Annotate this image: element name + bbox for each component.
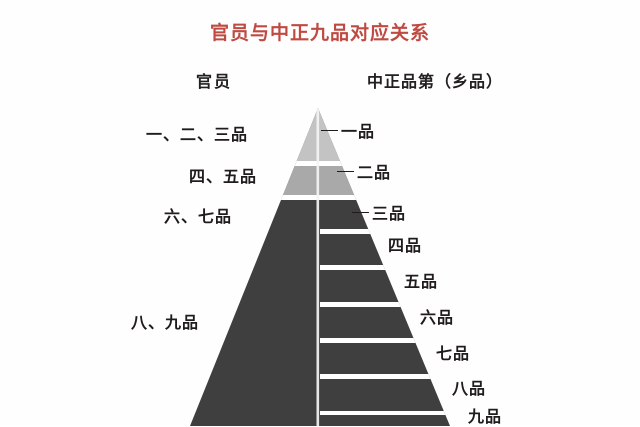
zhongzheng-rank-label-4: 四品 xyxy=(388,238,423,255)
column-header-official: 官员 xyxy=(196,74,233,91)
official-rank-label-1: 一、二、三品 xyxy=(146,127,249,144)
page-title: 官员与中正九品对应关系 xyxy=(209,23,430,44)
official-rank-label-2: 四、五品 xyxy=(189,169,258,186)
divider-8-9 xyxy=(320,411,450,415)
official-rank-label-4: 八、九品 xyxy=(131,315,200,332)
divider-5-6 xyxy=(320,302,450,307)
divider-1-2 xyxy=(190,161,450,166)
divider-7-8 xyxy=(320,374,450,379)
zhongzheng-rank-label-5: 五品 xyxy=(404,274,439,291)
zhongzheng-rank-label-8: 八品 xyxy=(452,381,487,398)
divider-2-3 xyxy=(190,195,450,200)
zhongzheng-rank-label-3: 三品 xyxy=(351,200,406,224)
zhongzheng-rank-label-7: 七品 xyxy=(436,346,471,363)
divider-3-4 xyxy=(320,229,450,234)
divider-6-7 xyxy=(320,338,450,343)
official-rank-label-3: 六、七品 xyxy=(164,209,233,226)
column-header-zhongzheng: 中正品第（乡品） xyxy=(367,74,504,91)
zhongzheng-rank-label-2: 二品 xyxy=(336,159,391,183)
zhongzheng-rank-label-6: 六品 xyxy=(420,310,455,327)
center-seam xyxy=(316,108,320,426)
zhongzheng-rank-label-9: 九品 xyxy=(468,409,503,426)
zhongzheng-rank-label-1: 一品 xyxy=(320,118,375,142)
